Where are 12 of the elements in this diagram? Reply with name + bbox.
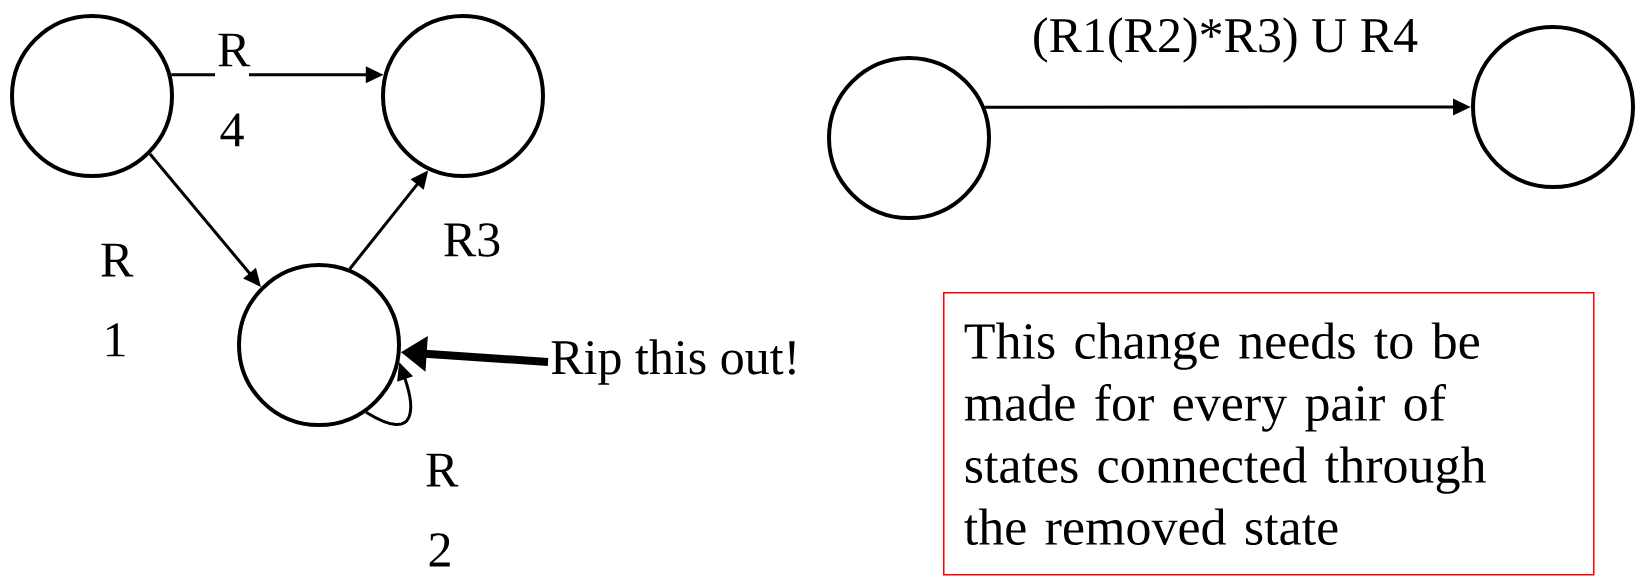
state-circle [237, 263, 401, 427]
state-circle [381, 14, 545, 178]
note-box: This change needs to be made for every pair of states connected through the removed state [943, 292, 1595, 576]
state-circle [827, 56, 991, 220]
edge-label: R 2 [423, 451, 459, 569]
annotation-text: Rip this out! [551, 339, 795, 385]
edge-label: R 1 [98, 241, 134, 359]
edge-label: (R1(R2)*R3) U R4 [1029, 15, 1421, 65]
state-circle [1471, 25, 1635, 189]
edge-label: R3 [440, 221, 504, 259]
edge-label: R 4 [215, 31, 251, 149]
state-circle [10, 14, 174, 178]
